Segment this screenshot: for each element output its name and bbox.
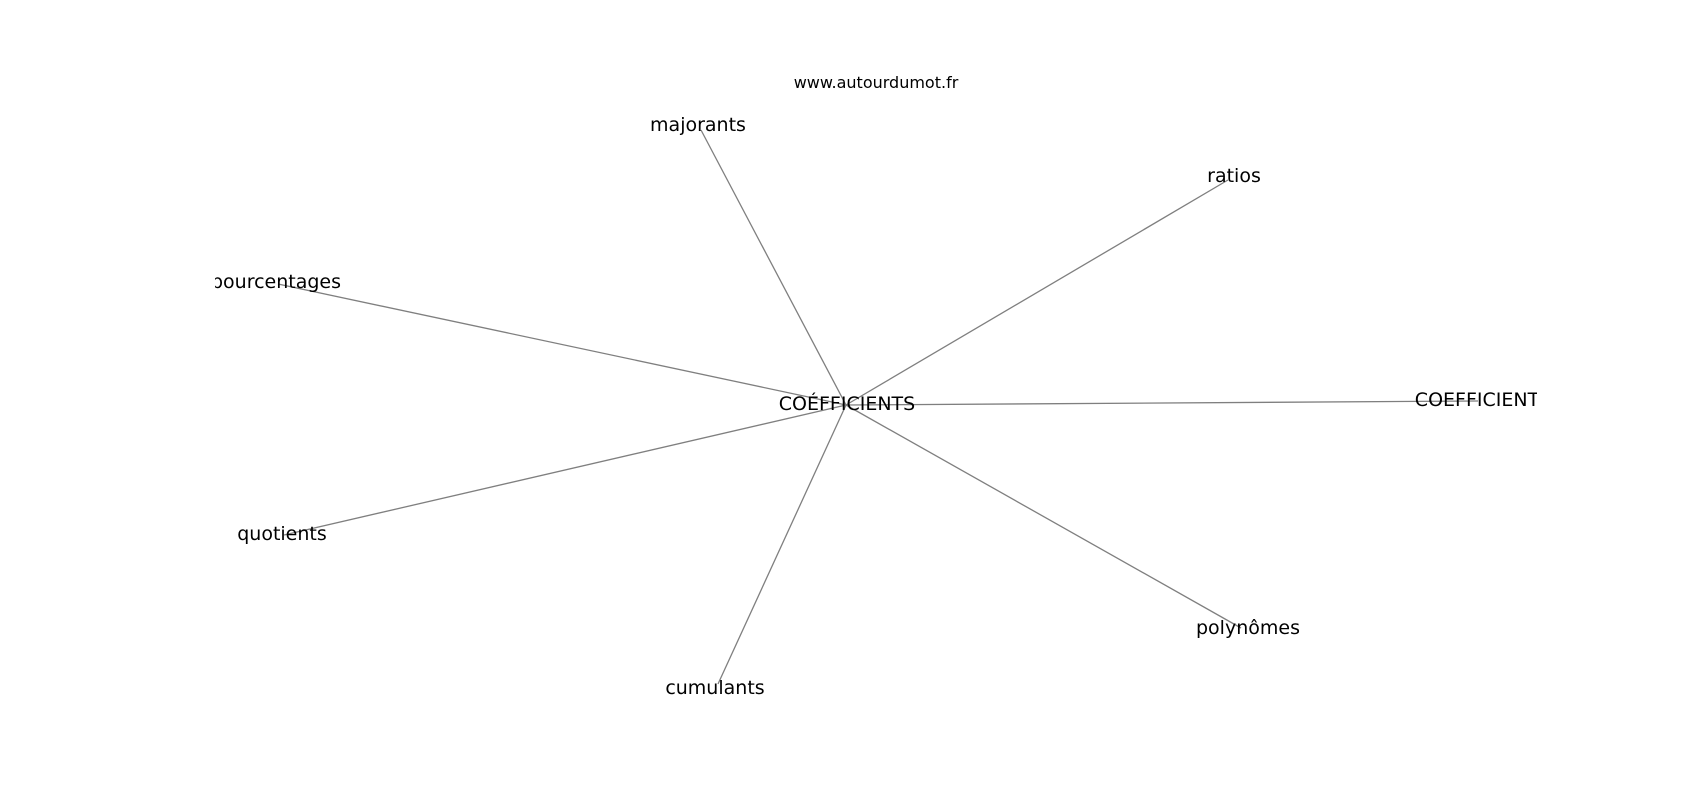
node-cumulants[interactable]: cumulants: [665, 677, 764, 699]
node-polynomes[interactable]: polynômes: [1196, 617, 1300, 639]
edge-ratios: [845, 179, 1229, 406]
node-coefficient[interactable]: COEFFICIENT: [1415, 389, 1540, 411]
node-majorants[interactable]: majorants: [650, 114, 746, 136]
node-labels: COÉFFICIENTS majorants ratios pourcentag…: [211, 114, 1540, 699]
edge-coefficient: [845, 400, 1479, 406]
edge-majorants: [700, 129, 847, 406]
edge-pourcentages: [277, 283, 847, 406]
node-pourcentages[interactable]: pourcentages: [211, 271, 341, 293]
center-node-label[interactable]: COÉFFICIENTS: [779, 392, 915, 415]
edge-quotients: [283, 404, 847, 536]
edge-cumulants: [717, 404, 847, 685]
site-watermark: www.autourdumot.fr: [794, 73, 959, 92]
edges: [277, 129, 1479, 685]
node-ratios[interactable]: ratios: [1207, 165, 1261, 187]
edge-polynomes: [845, 404, 1242, 629]
node-quotients[interactable]: quotients: [237, 523, 327, 545]
